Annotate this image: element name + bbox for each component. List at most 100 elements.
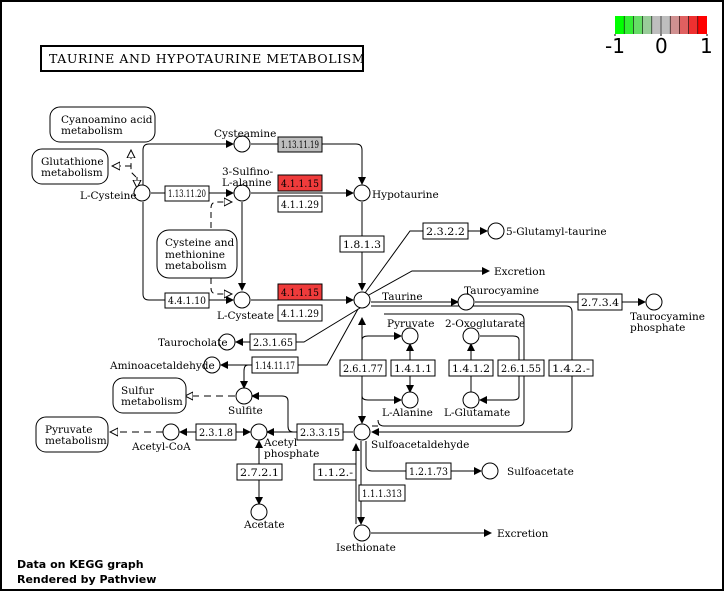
enzyme-box-e-4-1-1-29-a[interactable]: 4.1.1.29 [277,195,323,213]
enzyme-rect [277,136,323,153]
enzyme-box-e-1-2-1-73[interactable]: 1.2.1.73 [405,462,452,480]
label-excretion-2: Excretion [497,528,549,540]
enzyme-label: 2.6.1.77 [343,363,383,375]
compound-node-aminoacetaldehyde[interactable] [203,356,221,374]
compound-node-sulfoacetate[interactable] [481,462,499,480]
compound-node-pyruvate[interactable] [401,327,419,345]
legend-color-cell [670,16,680,34]
legend-color-cell [661,16,671,34]
compound-node-taurocholate[interactable] [218,333,236,351]
enzyme-box-e-2-7-3-4[interactable]: 2.7.3.4 [577,293,623,311]
enzyme-box-e-1-13-11-19[interactable]: 1.13.11.19 [277,136,323,153]
compound-node-acetyl-coa[interactable] [162,423,180,441]
enzyme-box-e-2-3-3-15[interactable]: 2.3.3.15 [296,423,344,441]
enzyme-rect [497,359,545,377]
legend-color-cell [651,16,661,34]
compound-node-cysteamine[interactable] [233,135,251,153]
compound-node-isethionate[interactable] [353,524,371,542]
compound-node-taurocyamine-phosphate[interactable] [645,293,663,311]
compound-node-l-cysteine[interactable] [133,184,151,202]
label-aminoacetaldehyde: Aminoacetaldehyde [109,360,215,372]
enzyme-box-e-1-4-1-2[interactable]: 1.4.1.2 [448,359,494,377]
enzyme-label: 1.4.1.2 [452,363,490,375]
enzyme-box-e-2-7-2-1[interactable]: 2.7.2.1 [236,463,283,481]
svg-text:Sulfur: Sulfur [121,385,155,397]
enzyme-rect [236,463,283,481]
legend-color-cell [633,16,643,34]
enzyme-rect [313,463,357,481]
label-taurocyamine-phosphate-2: phosphate [630,322,685,334]
enzyme-box-e-4-1-1-29-b[interactable]: 4.1.1.29 [277,304,323,322]
enzyme-box-e-2-3-1-65[interactable]: 2.3.1.65 [249,333,297,351]
color-legend: -1 0 1 [605,16,713,58]
label-isethionate: Isethionate [336,542,396,554]
enzyme-rect [164,185,210,202]
pathway-link-sulfur[interactable]: Sulfur metabolism [112,377,187,414]
enzyme-box-e-4-1-1-15-b[interactable]: 4.1.1.15 [277,283,323,301]
compound-node-acetyl-phosphate[interactable] [250,423,268,441]
svg-text:metabolism: metabolism [41,167,103,179]
legend-color-cell [624,16,634,34]
compound-node-acetate[interactable] [250,503,268,521]
enzyme-box-e-1-14-11-17[interactable]: 1.14.11.17 [251,356,299,374]
compound-node-hypotaurine[interactable] [353,184,371,202]
enzyme-rect [405,462,452,480]
enzyme-box-e-2-6-1-77[interactable]: 2.6.1.77 [339,359,387,377]
enzyme-rect [339,359,387,377]
footer-data-note: Data on KEGG graph [17,558,144,571]
pathway-link-cyanoamino[interactable]: Cyanoamino acid metabolism [49,106,156,143]
svg-text:metabolism: metabolism [45,435,107,447]
compound-node-l-alanine[interactable] [401,391,419,409]
pathway-link-pyruvate[interactable]: Pyruvate metabolism [35,416,109,453]
legend-color-cell [697,16,707,34]
enzyme-rect [339,235,385,253]
enzyme-rect [277,174,323,192]
legend-color-cell [679,16,689,34]
enzyme-box-e-2-3-1-8[interactable]: 2.3.1.8 [195,423,237,441]
enzyme-rect [422,222,469,240]
pathway-link-glutathione[interactable]: Glutathione metabolism [31,148,109,185]
enzyme-box-e-4-4-1-10[interactable]: 4.4.1.10 [164,292,210,309]
enzyme-box-e-2-3-2-2[interactable]: 2.3.2.2 [422,222,469,240]
enzyme-box-e-1-13-11-20[interactable]: 1.13.11.20 [164,185,210,202]
legend-min-label: -1 [605,34,625,58]
compound-node-taurocyamine[interactable] [457,293,475,311]
compound-node-glutamyl-taurine[interactable] [487,222,505,240]
enzyme-label: 2.7.3.4 [581,297,619,309]
enzyme-label: 1.13.11.20 [168,188,206,200]
enzyme-rect [277,283,323,301]
compound-node-taurine[interactable] [353,291,371,309]
compound-node-l-glutamate[interactable] [462,391,480,409]
enzyme-box-e-1-1-1-313[interactable]: 1.1.1.313 [358,484,406,502]
footer-rendered-by: Rendered by Pathview [17,573,157,586]
enzyme-box-e-4-1-1-15-a[interactable]: 4.1.1.15 [277,174,323,192]
label-cysteamine: Cysteamine [214,128,276,140]
enzyme-box-e-1-1-2[interactable]: 1.1.2.- [313,463,357,481]
enzyme-label: 4.1.1.15 [281,287,319,299]
label-sulfoacetaldehyde: Sulfoacetaldehyde [371,439,469,451]
enzyme-box-e-1-4-2[interactable]: 1.4.2.- [548,359,594,377]
compound-node-oxoglutarate[interactable] [462,327,480,345]
label-excretion-1: Excretion [494,266,546,278]
compound-node-sulfinoalanine[interactable] [233,184,251,202]
label-l-cysteate: L-Cysteate [217,310,274,322]
enzyme-box-e-1-8-1-3[interactable]: 1.8.1.3 [339,235,385,253]
enzyme-box-e-2-6-1-55[interactable]: 2.6.1.55 [497,359,545,377]
enzyme-label: 4.4.1.10 [168,295,206,307]
enzyme-label: 1.1.2.- [317,467,353,479]
enzyme-label: 4.1.1.29 [281,308,319,320]
pathway-link-cysteine-methionine[interactable]: Cysteine and methionine metabolism [156,229,238,279]
compound-node-sulfite[interactable] [235,387,253,405]
compound-node-l-cysteate[interactable] [233,291,251,309]
enzyme-label: 4.1.1.29 [281,199,319,211]
label-l-cysteine: L-Cysteine [80,190,137,202]
label-acetyl-coa: Acetyl-CoA [131,441,191,453]
label-sulfite: Sulfite [228,405,263,417]
enzyme-box-e-1-4-1-1[interactable]: 1.4.1.1 [390,359,436,377]
label-taurocholate: Taurocholate [158,337,228,349]
compound-node-sulfoacetaldehyde[interactable] [353,423,371,441]
label-sulfinoalanine-2: L-alanine [222,177,272,189]
